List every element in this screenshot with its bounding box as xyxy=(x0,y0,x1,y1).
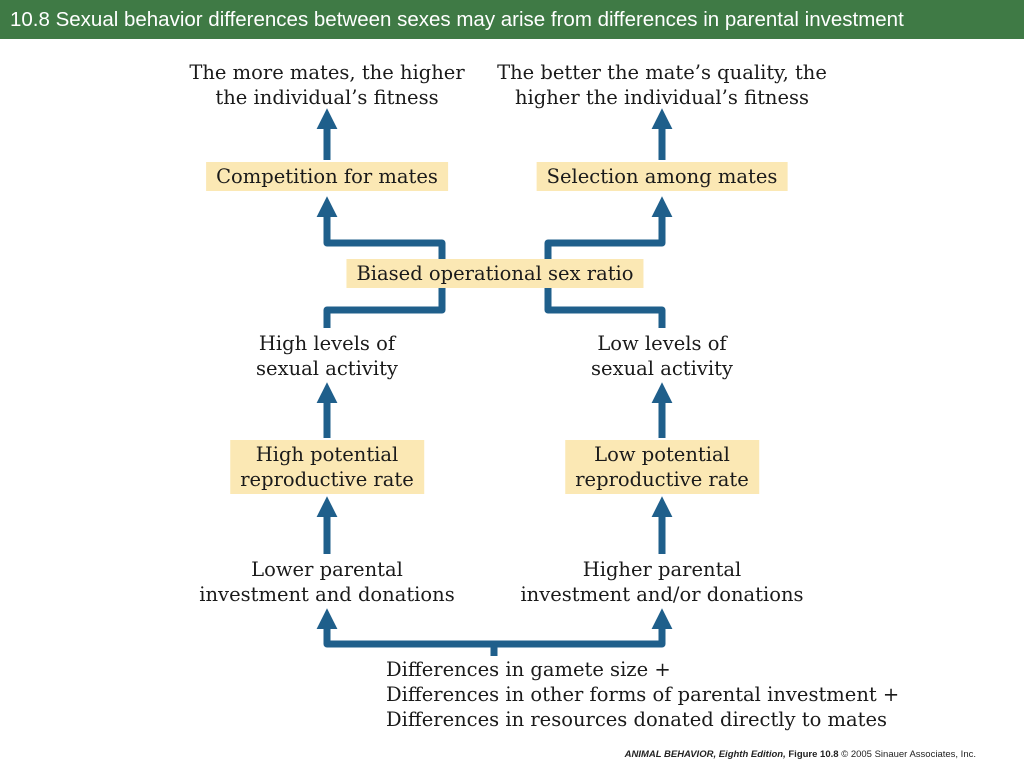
arrow-differences-to-higher-investment xyxy=(494,608,673,648)
arrow-ratio-to-selection xyxy=(544,196,673,262)
figure-credit: ANIMAL BEHAVIOR, Eighth Edition, Figure … xyxy=(625,749,976,760)
slide-title: 10.8 Sexual behavior differences between… xyxy=(0,0,1024,39)
arrow-ratio-to-competition xyxy=(316,196,446,262)
node-more-mates-fitness: The more mates, the higher the individua… xyxy=(189,61,465,109)
arrow-differences-to-lower-investment xyxy=(316,608,498,656)
connector-high-activity-to-ratio xyxy=(323,288,446,328)
credit-book: ANIMAL BEHAVIOR, Eighth Edition, xyxy=(624,749,786,760)
node-higher-parental-investment: Higher parental investment and/or donati… xyxy=(520,558,804,606)
node-differences: Differences in gamete size + Differences… xyxy=(386,658,900,731)
node-lower-parental-investment: Lower parental investment and donations xyxy=(199,558,455,606)
node-high-reproductive-rate: High potential reproductive rate xyxy=(230,440,424,494)
node-competition-for-mates: Competition for mates xyxy=(206,162,448,191)
node-low-sexual-activity: Low levels of sexual activity xyxy=(591,332,733,380)
credit-figure: Figure 10.8 xyxy=(788,749,839,760)
node-mate-quality-fitness: The better the mate’s quality, the highe… xyxy=(497,61,827,109)
connector-low-activity-to-ratio xyxy=(544,288,666,328)
credit-copyright: © 2005 Sinauer Associates, Inc. xyxy=(841,749,976,760)
node-high-sexual-activity: High levels of sexual activity xyxy=(256,332,398,380)
node-biased-operational-sex-ratio: Biased operational sex ratio xyxy=(346,259,644,288)
node-selection-among-mates: Selection among mates xyxy=(536,162,788,191)
node-low-reproductive-rate: Low potential reproductive rate xyxy=(565,440,759,494)
